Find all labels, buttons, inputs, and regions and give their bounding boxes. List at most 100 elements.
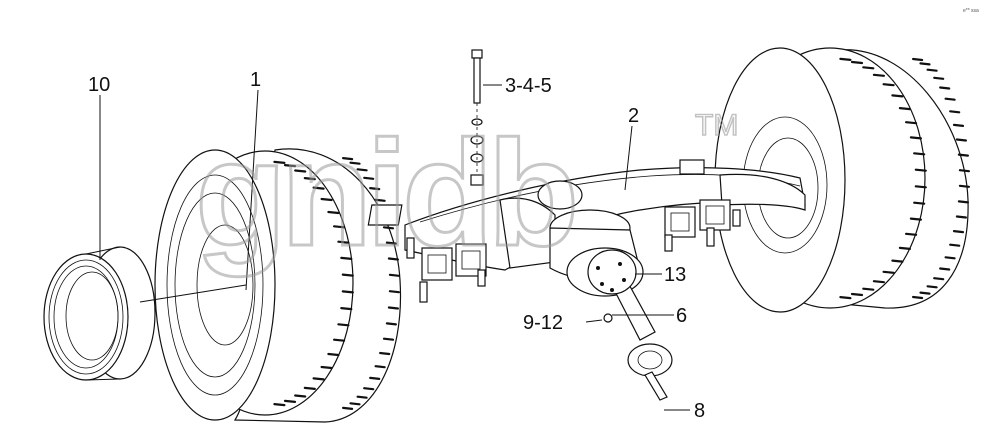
u-bolt-set — [470, 49, 484, 186]
tread-lug — [913, 152, 926, 156]
tread-lug — [913, 201, 926, 205]
tread-lug — [379, 351, 391, 356]
tread-lug — [273, 403, 286, 407]
leader-lines — [99, 84, 690, 411]
tread-lug — [320, 197, 333, 202]
callout-1: 1 — [250, 69, 261, 91]
tread-lug — [382, 337, 395, 341]
tread-lug — [303, 386, 316, 390]
tread-lug — [914, 168, 927, 172]
tread-lug — [327, 210, 340, 215]
callout-3-4-5: 3-4-5 — [505, 75, 552, 97]
wheel-rim — [43, 246, 156, 381]
tread-lug — [341, 290, 354, 294]
tread-lug — [385, 322, 397, 326]
callout-9-12: 9-12 — [523, 312, 563, 334]
studs — [406, 209, 741, 303]
tread-lug — [294, 394, 307, 398]
tread-lug — [911, 295, 924, 300]
tread-lug — [312, 186, 325, 190]
tread-lug — [388, 273, 400, 277]
tread-lug — [944, 256, 956, 260]
tread-lug — [891, 259, 904, 263]
tread-lug — [914, 185, 927, 189]
hub-flange — [587, 249, 637, 295]
tread-lug — [356, 168, 368, 172]
tread-lug — [898, 246, 912, 250]
tread-lug — [958, 169, 971, 173]
callout-10: 10 — [88, 74, 110, 96]
tread-lug — [363, 387, 375, 391]
tread-lug — [944, 97, 956, 101]
tread-lug — [349, 161, 361, 165]
tread-lug — [911, 57, 924, 62]
tread-lug — [949, 110, 961, 114]
tread-lug — [904, 121, 918, 125]
tread-lug — [283, 399, 297, 403]
tread-lug — [872, 73, 886, 77]
tread-lug — [337, 323, 350, 327]
tread-lug — [898, 106, 912, 111]
tread-lug — [333, 338, 346, 342]
tread-lug — [955, 215, 968, 219]
tread-lug — [356, 395, 368, 399]
tread-lug — [839, 296, 852, 300]
tread-lug — [320, 365, 333, 370]
tread-lug — [341, 273, 354, 277]
tread-lug — [949, 243, 961, 247]
tread-lug — [939, 267, 951, 271]
tread-lug — [957, 200, 970, 204]
tread-lug — [388, 290, 400, 294]
tread-lug — [337, 240, 350, 244]
tread-lug — [958, 184, 971, 188]
tread-lug — [919, 62, 931, 66]
callout-2: 2 — [628, 105, 639, 127]
tread-lug — [349, 402, 361, 406]
callout-13: 13 — [664, 264, 686, 286]
tread-lug — [283, 164, 297, 168]
tread-lug — [939, 86, 951, 90]
tread-lug — [955, 138, 968, 142]
tread-lug — [342, 406, 354, 410]
tread-lug — [882, 270, 895, 274]
tread-lug — [872, 280, 886, 284]
tread-lug — [952, 230, 965, 234]
callout-8: 8 — [694, 400, 705, 422]
tread-lug — [926, 68, 938, 72]
tread-lug — [957, 153, 970, 157]
tread-lug — [374, 365, 386, 369]
tread-lug — [909, 136, 923, 140]
tread-lug — [882, 83, 895, 87]
watermark-tm: TM — [695, 109, 738, 142]
tread-lug — [933, 277, 945, 281]
tread-lug — [385, 241, 397, 245]
watermark: gnidb TM — [194, 108, 740, 279]
watermark-text: gnidb — [195, 109, 574, 277]
tread-lug — [387, 306, 399, 310]
left-dual-tyres — [154, 148, 402, 423]
tread-lug — [382, 226, 395, 230]
spring-pads — [367, 159, 731, 281]
tread-lug — [369, 376, 381, 380]
tread-lug — [387, 257, 399, 261]
corner-mark: e** ssa — [963, 8, 979, 14]
tread-lug — [919, 291, 931, 295]
tread-lug — [933, 76, 945, 80]
tread-lug — [327, 352, 340, 357]
tread-lug — [904, 232, 918, 236]
tread-lug — [303, 177, 316, 181]
tread-lug — [926, 285, 938, 289]
tread-lug — [850, 292, 864, 297]
tread-lug — [862, 66, 875, 70]
callout-6: 6 — [676, 305, 687, 327]
tread-lug — [363, 176, 375, 180]
axle-beam — [404, 167, 806, 271]
tread-lug — [294, 169, 307, 173]
tread-lug — [342, 157, 354, 161]
tread-lug — [333, 225, 346, 229]
tread-lug — [862, 287, 875, 291]
tread-lug — [952, 123, 965, 128]
tread-lug — [340, 256, 353, 260]
